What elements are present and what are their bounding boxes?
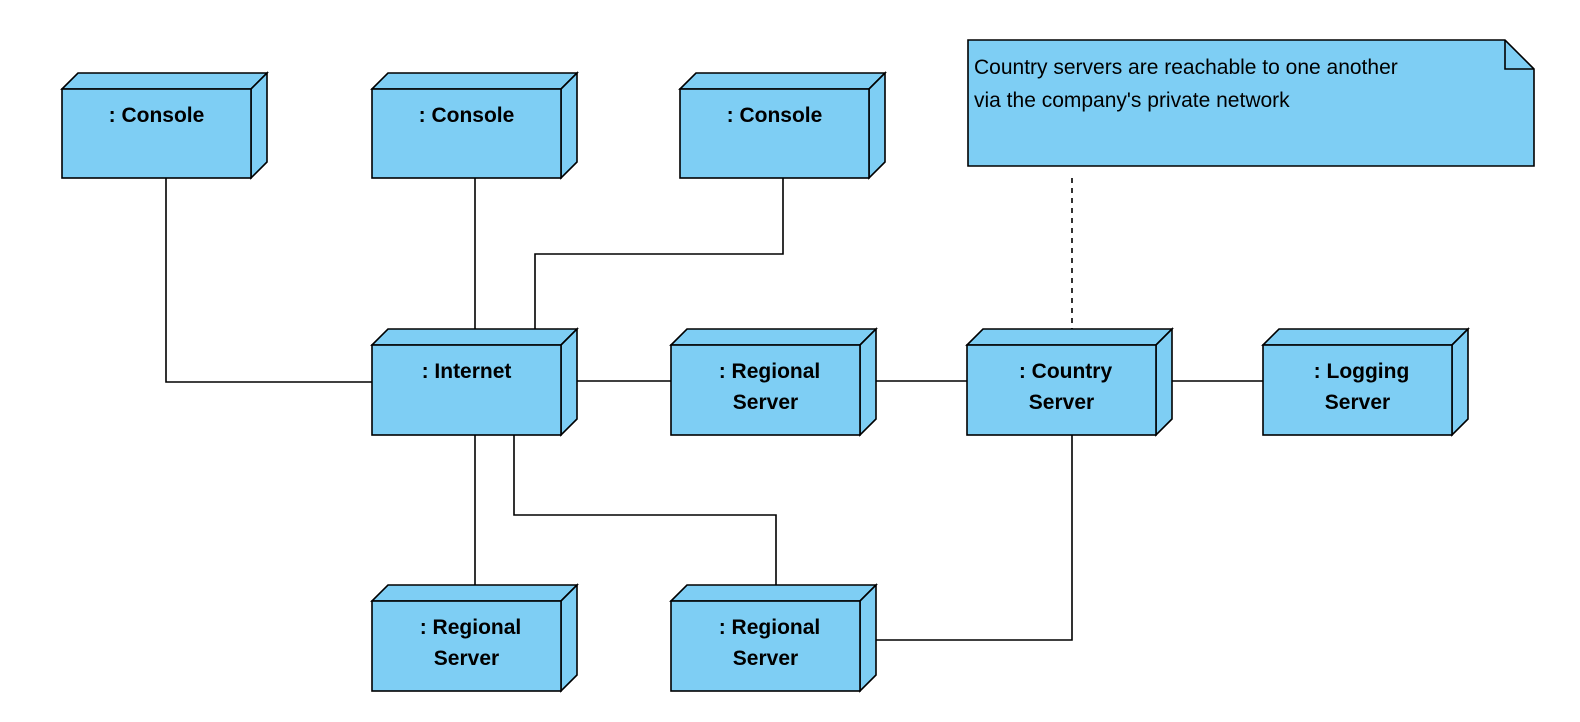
node-internet[interactable]: : Internet xyxy=(370,327,579,437)
node-top-face xyxy=(669,584,878,602)
node-front-face xyxy=(371,88,562,179)
node-top-face xyxy=(370,72,579,90)
node-console-3[interactable]: : Console xyxy=(678,71,887,180)
node-label: : Internet xyxy=(422,360,512,383)
node-label: : Console xyxy=(109,104,205,127)
note-shape xyxy=(967,39,1535,167)
node-front-face xyxy=(670,344,861,436)
node-console-2[interactable]: : Console xyxy=(370,71,579,180)
note-text-line-1: Country servers are reachable to one ano… xyxy=(974,56,1398,79)
node-side-face xyxy=(250,71,268,180)
node-label-line-2: Server xyxy=(733,391,798,414)
node-front-face xyxy=(61,88,252,179)
node-front-face xyxy=(679,88,870,179)
node-label: : Console xyxy=(727,104,823,127)
node-label-line-2: Server xyxy=(1029,391,1094,414)
node-side-face xyxy=(560,327,578,437)
connectors xyxy=(165,178,1263,641)
node-top-face xyxy=(669,328,878,346)
note-fold-corner xyxy=(1504,40,1534,70)
node-label-line-2: Server xyxy=(733,647,798,670)
node-top-face xyxy=(370,328,579,346)
node-side-face xyxy=(560,71,578,180)
node-top-face xyxy=(370,584,579,602)
node-label-line-1: : Regional xyxy=(420,616,522,639)
node-front-face xyxy=(371,344,562,436)
node-front-face xyxy=(966,344,1157,436)
link-console-1-internet xyxy=(165,178,372,383)
node-side-face xyxy=(859,327,877,437)
node-front-face xyxy=(670,600,861,692)
node-label-line-1: : Country xyxy=(1019,360,1113,383)
node-side-face xyxy=(1451,327,1469,437)
node-side-face xyxy=(859,583,877,693)
nodes: : Console : Console : Console : Internet : R… xyxy=(60,71,1470,693)
node-console-1[interactable]: : Console xyxy=(60,71,269,180)
node-side-face xyxy=(868,71,886,180)
node-side-face xyxy=(1155,327,1173,437)
node-front-face xyxy=(371,600,562,692)
note-text-line-2: via the company's private network xyxy=(974,89,1290,112)
node-label-line-1: : Logging xyxy=(1314,360,1410,383)
node-label: : Console xyxy=(419,104,515,127)
node-label-line-1: : Regional xyxy=(719,360,821,383)
node-side-face xyxy=(560,583,578,693)
node-front-face xyxy=(1262,344,1453,436)
node-label-line-1: : Regional xyxy=(719,616,821,639)
note[interactable]: Country servers are reachable to one ano… xyxy=(967,39,1535,167)
link-country-server-regional-server-bottom-right xyxy=(876,435,1073,641)
node-label-line-2: Server xyxy=(1325,391,1390,414)
node-top-face xyxy=(1261,328,1470,346)
link-console-3-internet xyxy=(534,178,784,329)
node-top-face xyxy=(678,72,887,90)
node-top-face xyxy=(60,72,269,90)
node-label-line-2: Server xyxy=(434,647,499,670)
link-internet-regional-server-bottom-right xyxy=(513,435,777,585)
node-top-face xyxy=(965,328,1174,346)
